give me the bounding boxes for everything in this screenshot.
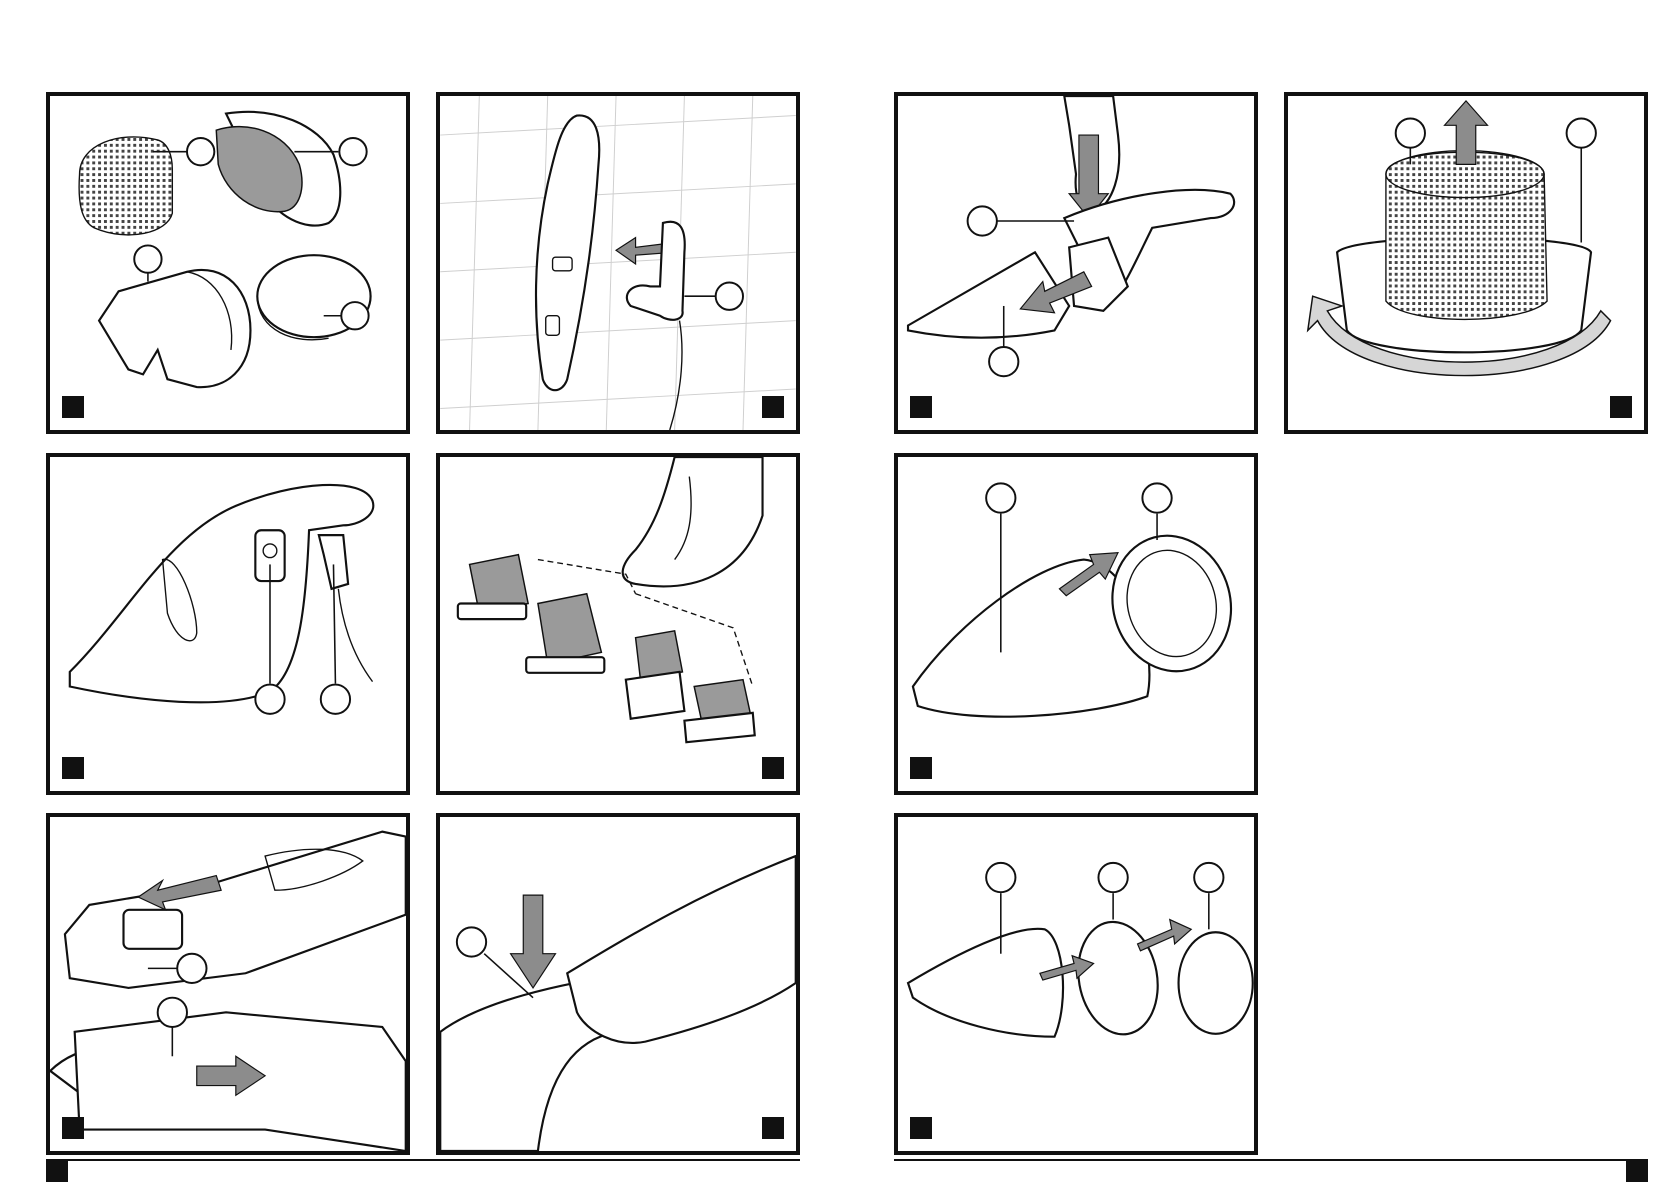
figure-marker-icon (910, 1117, 932, 1139)
vacuum-body-icon (70, 485, 374, 702)
figure-marker-icon (762, 757, 784, 779)
arrow-down-icon (511, 895, 556, 988)
figure-filter-twist-panel (1284, 92, 1648, 434)
wall-tiles-icon (440, 96, 795, 430)
figure-marker-icon (910, 757, 932, 779)
callout-circle-icon (1194, 863, 1223, 892)
callout-circle-icon (716, 283, 743, 310)
charging-base-icon (627, 222, 685, 320)
wide-brush-icon (526, 594, 604, 673)
brush-tool-icon (458, 555, 528, 619)
page-marker-icon (46, 1160, 68, 1182)
callout-circle-icon (989, 347, 1018, 376)
callout-circle-icon (968, 206, 997, 235)
figure-bowl-filter-panel (894, 453, 1258, 795)
callout-circle-icon (1567, 118, 1596, 147)
figure-marker-icon (762, 396, 784, 418)
footer-rule (894, 1159, 1648, 1161)
callout-circle-icon (177, 954, 206, 983)
filter-twist-illustration (1288, 96, 1644, 430)
crevice-tool-icon (626, 631, 685, 719)
callout-circle-icon (1142, 483, 1171, 512)
figure-parts-panel (46, 92, 410, 434)
figure-marker-icon (62, 396, 84, 418)
press-illustration (440, 817, 796, 1151)
figure-exploded-panel (894, 813, 1258, 1155)
page-marker-icon (1626, 1160, 1648, 1182)
footer-rule (46, 1159, 800, 1161)
arrow-icon (1138, 920, 1192, 951)
switch-illustration (50, 817, 406, 1151)
callout-circle-icon (134, 245, 161, 272)
figure-marker-icon (62, 757, 84, 779)
callout-circle-icon (986, 483, 1015, 512)
callout-circle-icon (1098, 863, 1127, 892)
mesh-filter-icon (1386, 152, 1547, 319)
accessories-illustration (440, 457, 796, 791)
figure-marker-icon (762, 1117, 784, 1139)
callout-circle-icon (158, 998, 187, 1027)
parts-illustration (50, 96, 406, 430)
figure-marker-icon (910, 396, 932, 418)
callout-circle-icon (321, 685, 350, 714)
callout-circle-icon (255, 685, 284, 714)
filter-housing-icon (99, 270, 250, 387)
figure-marker-icon (1610, 396, 1632, 418)
callout-circle-icon (341, 302, 368, 329)
wallmount-illustration (440, 96, 796, 430)
charging-illustration (50, 457, 406, 791)
figure-press-panel (436, 813, 800, 1155)
hand-icon (567, 856, 796, 1043)
figure-marker-icon (62, 1117, 84, 1139)
callout-circle-icon (1396, 118, 1425, 147)
dust-bowl-icon (908, 929, 1063, 1037)
callout-circle-icon (339, 138, 366, 165)
sponge-icon (1179, 932, 1253, 1034)
figure-switch-panel (46, 813, 410, 1155)
figure-accessories-panel (436, 453, 800, 795)
power-cord-icon (338, 589, 372, 682)
figure-charging-panel (46, 453, 410, 795)
callout-circle-icon (187, 138, 214, 165)
filter-ring-icon (1070, 916, 1167, 1041)
bowl-filter-illustration (898, 457, 1254, 791)
figure-bowl-release-panel (894, 92, 1258, 434)
vacuum-nozzle-icon (623, 457, 763, 586)
callout-circle-icon (986, 863, 1015, 892)
bowl-release-illustration (898, 96, 1254, 430)
upholstery-tool-icon (684, 680, 754, 743)
vacuum-top-icon (65, 832, 406, 988)
callout-circle-icon (457, 927, 486, 956)
figure-wallmount-panel (436, 92, 800, 434)
exploded-illustration (898, 817, 1254, 1151)
